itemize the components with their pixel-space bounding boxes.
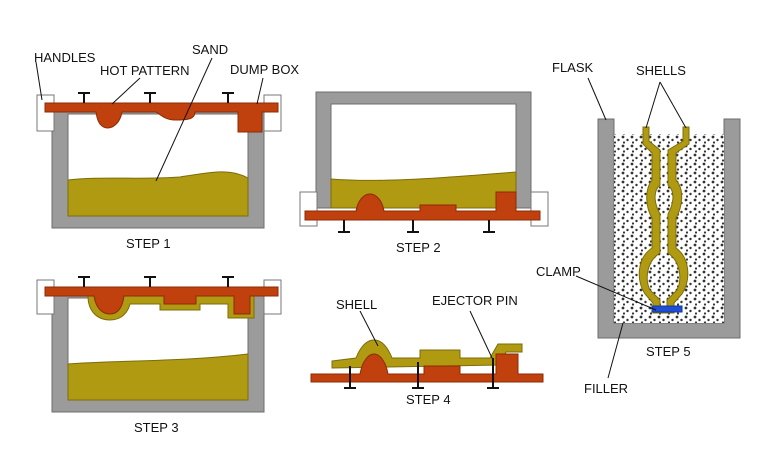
sand-label: SAND (192, 42, 228, 57)
step2-handle-right (530, 191, 549, 227)
step3-group: STEP 3 (36, 276, 282, 435)
step3-shell (87, 295, 255, 321)
step3-pins (78, 276, 234, 287)
step4-pins (344, 358, 499, 389)
step5-shell-mold (638, 126, 690, 314)
step2-group: STEP 2 (299, 91, 549, 255)
clamp-label: CLAMP (536, 264, 581, 279)
step1-hot-pattern (44, 102, 279, 133)
shell-label: SHELL (336, 297, 377, 312)
step3-label: STEP 3 (134, 420, 179, 435)
dump-box-label: DUMP BOX (230, 62, 299, 77)
handles-label: HANDLES (34, 50, 96, 65)
step5-group: FLASK SHELLS CLAMP FILLER STEP 5 (536, 60, 741, 396)
step5-clamp (651, 305, 683, 313)
step3-sand (67, 353, 249, 401)
step4-leaders (359, 310, 494, 361)
step2-handle-left (299, 191, 318, 227)
step1-handle-left (36, 94, 55, 132)
step2-pins (338, 220, 495, 233)
step5-label: STEP 5 (646, 344, 691, 359)
step3-hot-pattern (44, 286, 279, 315)
flask-label: FLASK (552, 60, 594, 75)
step4-label: STEP 4 (406, 392, 451, 407)
step1-group: HANDLES HOT PATTERN SAND DUMP BOX STEP 1 (34, 42, 299, 251)
step3-handle-left (36, 279, 55, 315)
step1-pins (78, 92, 234, 103)
step1-label: STEP 1 (126, 236, 171, 251)
step3-handle-right (263, 279, 282, 315)
step5-leaders (575, 77, 687, 379)
shells-label: SHELLS (636, 63, 686, 78)
step4-group: SHELL EJECTOR PIN STEP 4 (310, 293, 544, 407)
filler-label: FILLER (584, 381, 628, 396)
step2-label: STEP 2 (396, 240, 441, 255)
step4-hot-pattern (310, 353, 544, 383)
step2-hot-pattern (304, 191, 541, 221)
hot-pattern-label: HOT PATTERN (100, 63, 190, 78)
ejector-pin-label: EJECTOR PIN (432, 293, 518, 308)
step1-leaders (35, 57, 264, 182)
step1-sand (67, 171, 249, 217)
step1-handle-right (263, 94, 282, 132)
